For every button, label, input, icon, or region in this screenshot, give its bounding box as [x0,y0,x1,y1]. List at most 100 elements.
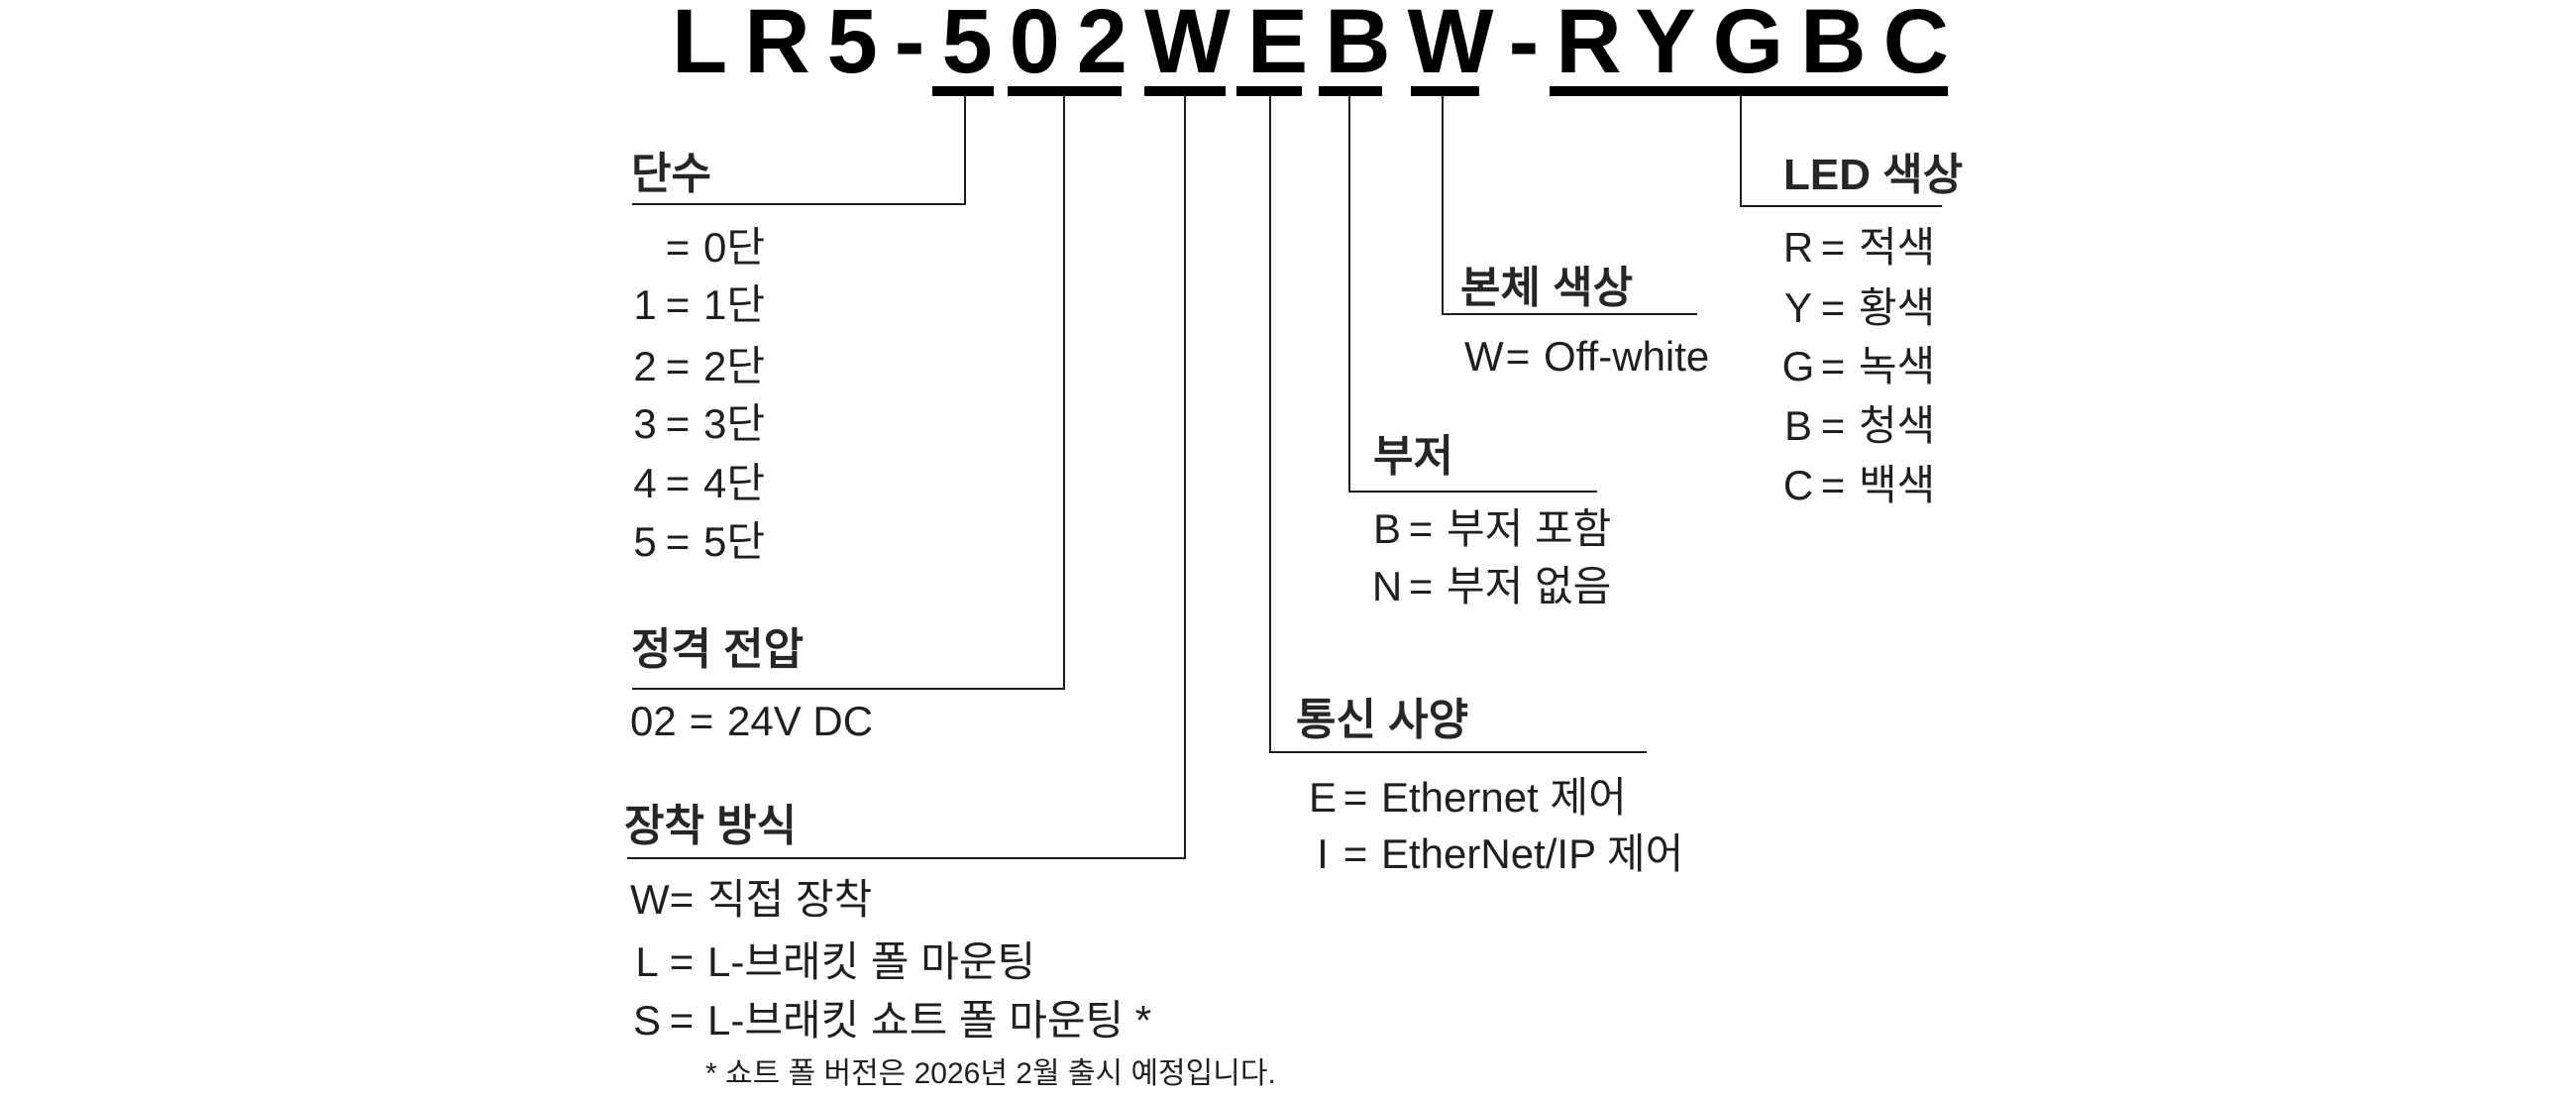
option-value: 0단 [703,224,765,271]
connector-hline-buzzer [1348,491,1597,493]
option-value: 부저 포함 [1447,505,1612,552]
tiers-option-row: 1 = 1단 [630,282,765,328]
equals-sign: = [669,876,695,923]
buzzer-option-row: N = 부저 없음 [1371,564,1611,609]
option-code: Y [1783,284,1812,331]
rated-voltage-heading: 정격 전압 [631,625,805,674]
option-value: Ethernet 제어 [1381,774,1627,821]
option-code: W [630,876,670,923]
rated-voltage-option-row: 02 = 24V DC [630,699,873,744]
option-code: G [1781,343,1815,389]
communication-heading: 통신 사양 [1296,696,1469,744]
led-color-option-row: B = 청색 [1781,403,1935,449]
equals-sign: = [689,698,714,744]
connector-vline-rated-voltage [1063,94,1065,690]
mounting-option-row: S = L-브래킷 쇼트 폴 마운팅 * [630,998,1151,1044]
underline-bar-communication [1236,86,1302,96]
option-value: 2단 [703,343,765,389]
connector-vline-tiers [964,94,966,205]
equals-sign: = [665,281,691,328]
connector-vline-buzzer [1348,94,1350,493]
communication-option-row: I = EtherNet/IP 제어 [1308,831,1683,877]
underline-bar-mounting [1144,86,1226,96]
connector-hline-body-color [1442,313,1697,315]
tiers-option-row: 4 = 4단 [630,461,765,506]
option-value: 청색 [1859,402,1936,449]
equals-sign: = [1820,462,1846,508]
option-value: Off-white [1544,333,1710,380]
model-number: LR5-502WEBW-RYGBC [672,0,1967,92]
equals-sign: = [1342,830,1368,877]
buzzer-option-row: B = 부저 포함 [1371,506,1611,552]
connector-hline-led-color [1740,205,1942,207]
option-code: R [1782,224,1814,271]
option-value: EtherNet/IP 제어 [1381,830,1684,877]
option-value: L-브래킷 폴 마운팅 [707,938,1036,985]
equals-sign: = [1342,774,1368,821]
equals-sign: = [1820,284,1846,331]
equals-sign: = [1820,224,1846,271]
equals-sign: = [665,400,691,447]
mounting-heading: 장착 방식 [624,802,798,850]
led-color-option-row: C = 백색 [1781,463,1935,508]
option-code: 1 [633,281,657,328]
option-value: 직접 장착 [707,876,873,923]
option-code: L [635,938,659,985]
option-value: 4단 [703,460,765,506]
option-value: L-브래킷 쇼트 폴 마운팅 * [707,997,1152,1044]
underline-bar-rated-voltage [1008,86,1122,96]
equals-sign: = [665,224,691,271]
option-code: 3 [633,400,657,447]
connector-vline-mounting [1184,94,1186,859]
buzzer-heading: 부저 [1373,432,1453,481]
underline-bar-led-color [1550,86,1948,96]
connector-hline-rated-voltage [632,688,1065,690]
equals-sign: = [1820,402,1846,449]
tiers-option-row: 2 = 2단 [630,344,765,389]
connector-hline-tiers [632,203,966,205]
communication-option-row: E = Ethernet 제어 [1308,775,1627,821]
option-value: 5단 [703,518,765,565]
mounting-footnote: * 쇼트 폴 버전은 2026년 2월 출시 예정입니다. [705,1057,1276,1090]
connector-hline-mounting [627,857,1186,859]
mounting-option-row: W = 직접 장착 [630,877,872,923]
equals-sign: = [669,997,695,1044]
option-code: B [1783,402,1812,449]
option-code: E [1308,774,1337,821]
option-value: 부저 없음 [1447,563,1612,609]
body-color-option-row: W = Off-white [1464,334,1709,380]
tiers-heading: 단수 [631,150,711,198]
equals-sign: = [1408,505,1434,552]
option-value: 황색 [1859,284,1936,331]
underline-bar-buzzer [1319,86,1382,96]
tiers-option-row: 5 = 5단 [630,519,765,565]
option-code: S [632,997,661,1044]
connector-vline-body-color [1442,94,1444,315]
option-code: 5 [633,518,657,565]
option-code: C [1782,462,1814,508]
connector-hline-communication [1269,751,1647,753]
led-color-option-row: G = 녹색 [1781,343,1936,389]
option-value: 백색 [1859,462,1936,508]
mounting-option-row: L = L-브래킷 폴 마운팅 [630,939,1035,985]
connector-vline-communication [1269,94,1271,753]
option-value: 24V DC [727,698,874,744]
tiers-option-row: = 0단 [630,225,765,271]
equals-sign: = [1408,563,1434,609]
option-code: W [1464,333,1504,380]
equals-sign: = [1820,343,1846,389]
led-color-option-row: Y = 황색 [1781,285,1935,331]
equals-sign: = [665,518,691,565]
option-value: 3단 [703,400,765,447]
option-code: B [1372,505,1401,552]
equals-sign: = [669,938,695,985]
body-color-heading: 본체 색상 [1460,264,1634,312]
equals-sign: = [665,343,691,389]
underline-bar-body-color [1411,86,1479,96]
led-color-heading: LED 색상 [1783,151,1964,199]
option-value: 녹색 [1859,343,1936,389]
option-value: 1단 [703,281,765,328]
tiers-option-row: 3 = 3단 [630,401,765,447]
connector-vline-led-color [1740,94,1742,207]
